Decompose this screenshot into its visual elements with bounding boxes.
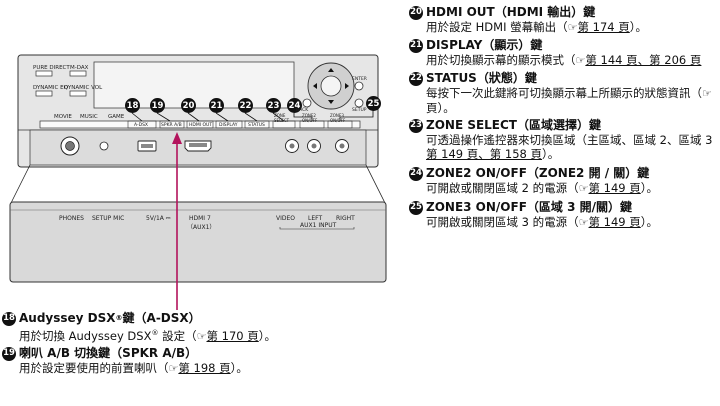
hand-icon: ☞ <box>578 216 589 229</box>
hand-icon: ☞ <box>567 21 578 34</box>
label-status: STATUS <box>248 123 265 128</box>
label-spkr-ab: SPKR A/B <box>161 123 182 128</box>
callout-20: 20 <box>181 98 196 113</box>
entry-title: STATUS（狀態）鍵 <box>426 71 537 85</box>
callout-19: 19 <box>150 98 165 113</box>
number-badge: 22 <box>409 71 423 86</box>
entry-title: HDMI OUT（HDMI 輸出）鍵 <box>426 5 596 19</box>
label-a-dsx: A-DSX <box>134 123 149 128</box>
page-ref-link[interactable]: 第 149 頁 <box>588 215 641 229</box>
number-badge: 18 <box>2 311 16 326</box>
label-game: GAME <box>108 114 125 120</box>
hand-icon: ☞ <box>575 54 586 67</box>
label-back: BACK <box>296 108 309 113</box>
nav-center <box>320 75 342 97</box>
callout-23: 23 <box>266 98 281 113</box>
label-usb: 5V/1A ⎓ <box>146 215 171 222</box>
label-aux1-input: AUX1 INPUT <box>300 222 337 229</box>
label-setup: SETUP <box>352 108 367 113</box>
label-video: VIDEO <box>276 215 296 222</box>
label-zone2: ZONE2 ON/OFF <box>302 113 318 123</box>
label-display: DISPLAY <box>219 123 238 128</box>
label-movie: MOVIE <box>54 114 72 120</box>
number-badge: 21 <box>409 38 423 53</box>
label-enter: ENTER <box>352 77 367 82</box>
label-zone-select: ZONE SELECT <box>274 113 290 123</box>
label-music: MUSIC <box>80 114 98 120</box>
label-phones: PHONES <box>59 215 84 222</box>
page-ref-link[interactable]: 第 198 頁 <box>178 361 231 375</box>
number-badge: 19 <box>2 346 16 361</box>
page-ref-link[interactable]: 第 149 頁 <box>588 181 641 195</box>
label-dynamic-eq: DYNAMIC EQ <box>33 85 68 91</box>
number-badge: 24 <box>409 166 423 181</box>
enlarged-panel <box>9 201 387 283</box>
number-badge: 23 <box>409 118 423 133</box>
label-setup-mic: SETUP MIC <box>92 215 125 222</box>
label-dynamic-vol: DYNAMIC VOL <box>64 85 103 91</box>
receiver-front-panel-diagram: 18 19 20 21 22 23 24 25 PURE DIRECT M-DA… <box>0 0 400 310</box>
callout-18: 18 <box>125 98 140 113</box>
hand-icon: ☞ <box>702 87 712 100</box>
label-right: RIGHT <box>336 215 355 222</box>
hand-icon: ☞ <box>168 362 179 375</box>
callout-22: 22 <box>238 98 253 113</box>
hand-icon: ☞ <box>196 329 207 343</box>
number-badge: 20 <box>409 5 423 20</box>
callout-24: 24 <box>287 98 302 113</box>
label-zone3: ZONE3 ON/OFF <box>330 113 346 123</box>
callout-25: 25 <box>366 96 381 111</box>
entry-title: ZONE2 ON/OFF（ZONE2 開 / 關）鍵 <box>426 166 650 180</box>
label-hdmi7: HDMI 7 <box>189 215 211 222</box>
receiver-illustration <box>9 54 387 310</box>
label-left: LEFT <box>308 215 323 222</box>
entry-title: DISPLAY（顯示）鍵 <box>426 38 543 52</box>
hand-icon: ☞ <box>578 182 589 195</box>
entry-title: ZONE3 ON/OFF（區域 3 開/關）鍵 <box>426 200 632 214</box>
label-aux1: （AUX1） <box>187 224 216 231</box>
page-ref-link[interactable]: 第 174 頁 <box>577 20 630 34</box>
page-ref-link[interactable]: 第 149 頁、第 158 頁 <box>426 147 543 161</box>
number-badge: 25 <box>409 200 423 215</box>
entry-title: ZONE SELECT（區域選擇）鍵 <box>426 118 601 132</box>
page-ref-link[interactable]: 第 170 頁 <box>206 328 259 343</box>
page-ref-link[interactable]: 第 144 頁、第 206 頁 <box>585 53 702 67</box>
callout-21: 21 <box>209 98 224 113</box>
label-hdmi-out: HDMI OUT <box>189 123 213 128</box>
label-m-dax: M-DAX <box>70 65 89 71</box>
label-pure-direct: PURE DIRECT <box>33 65 70 71</box>
